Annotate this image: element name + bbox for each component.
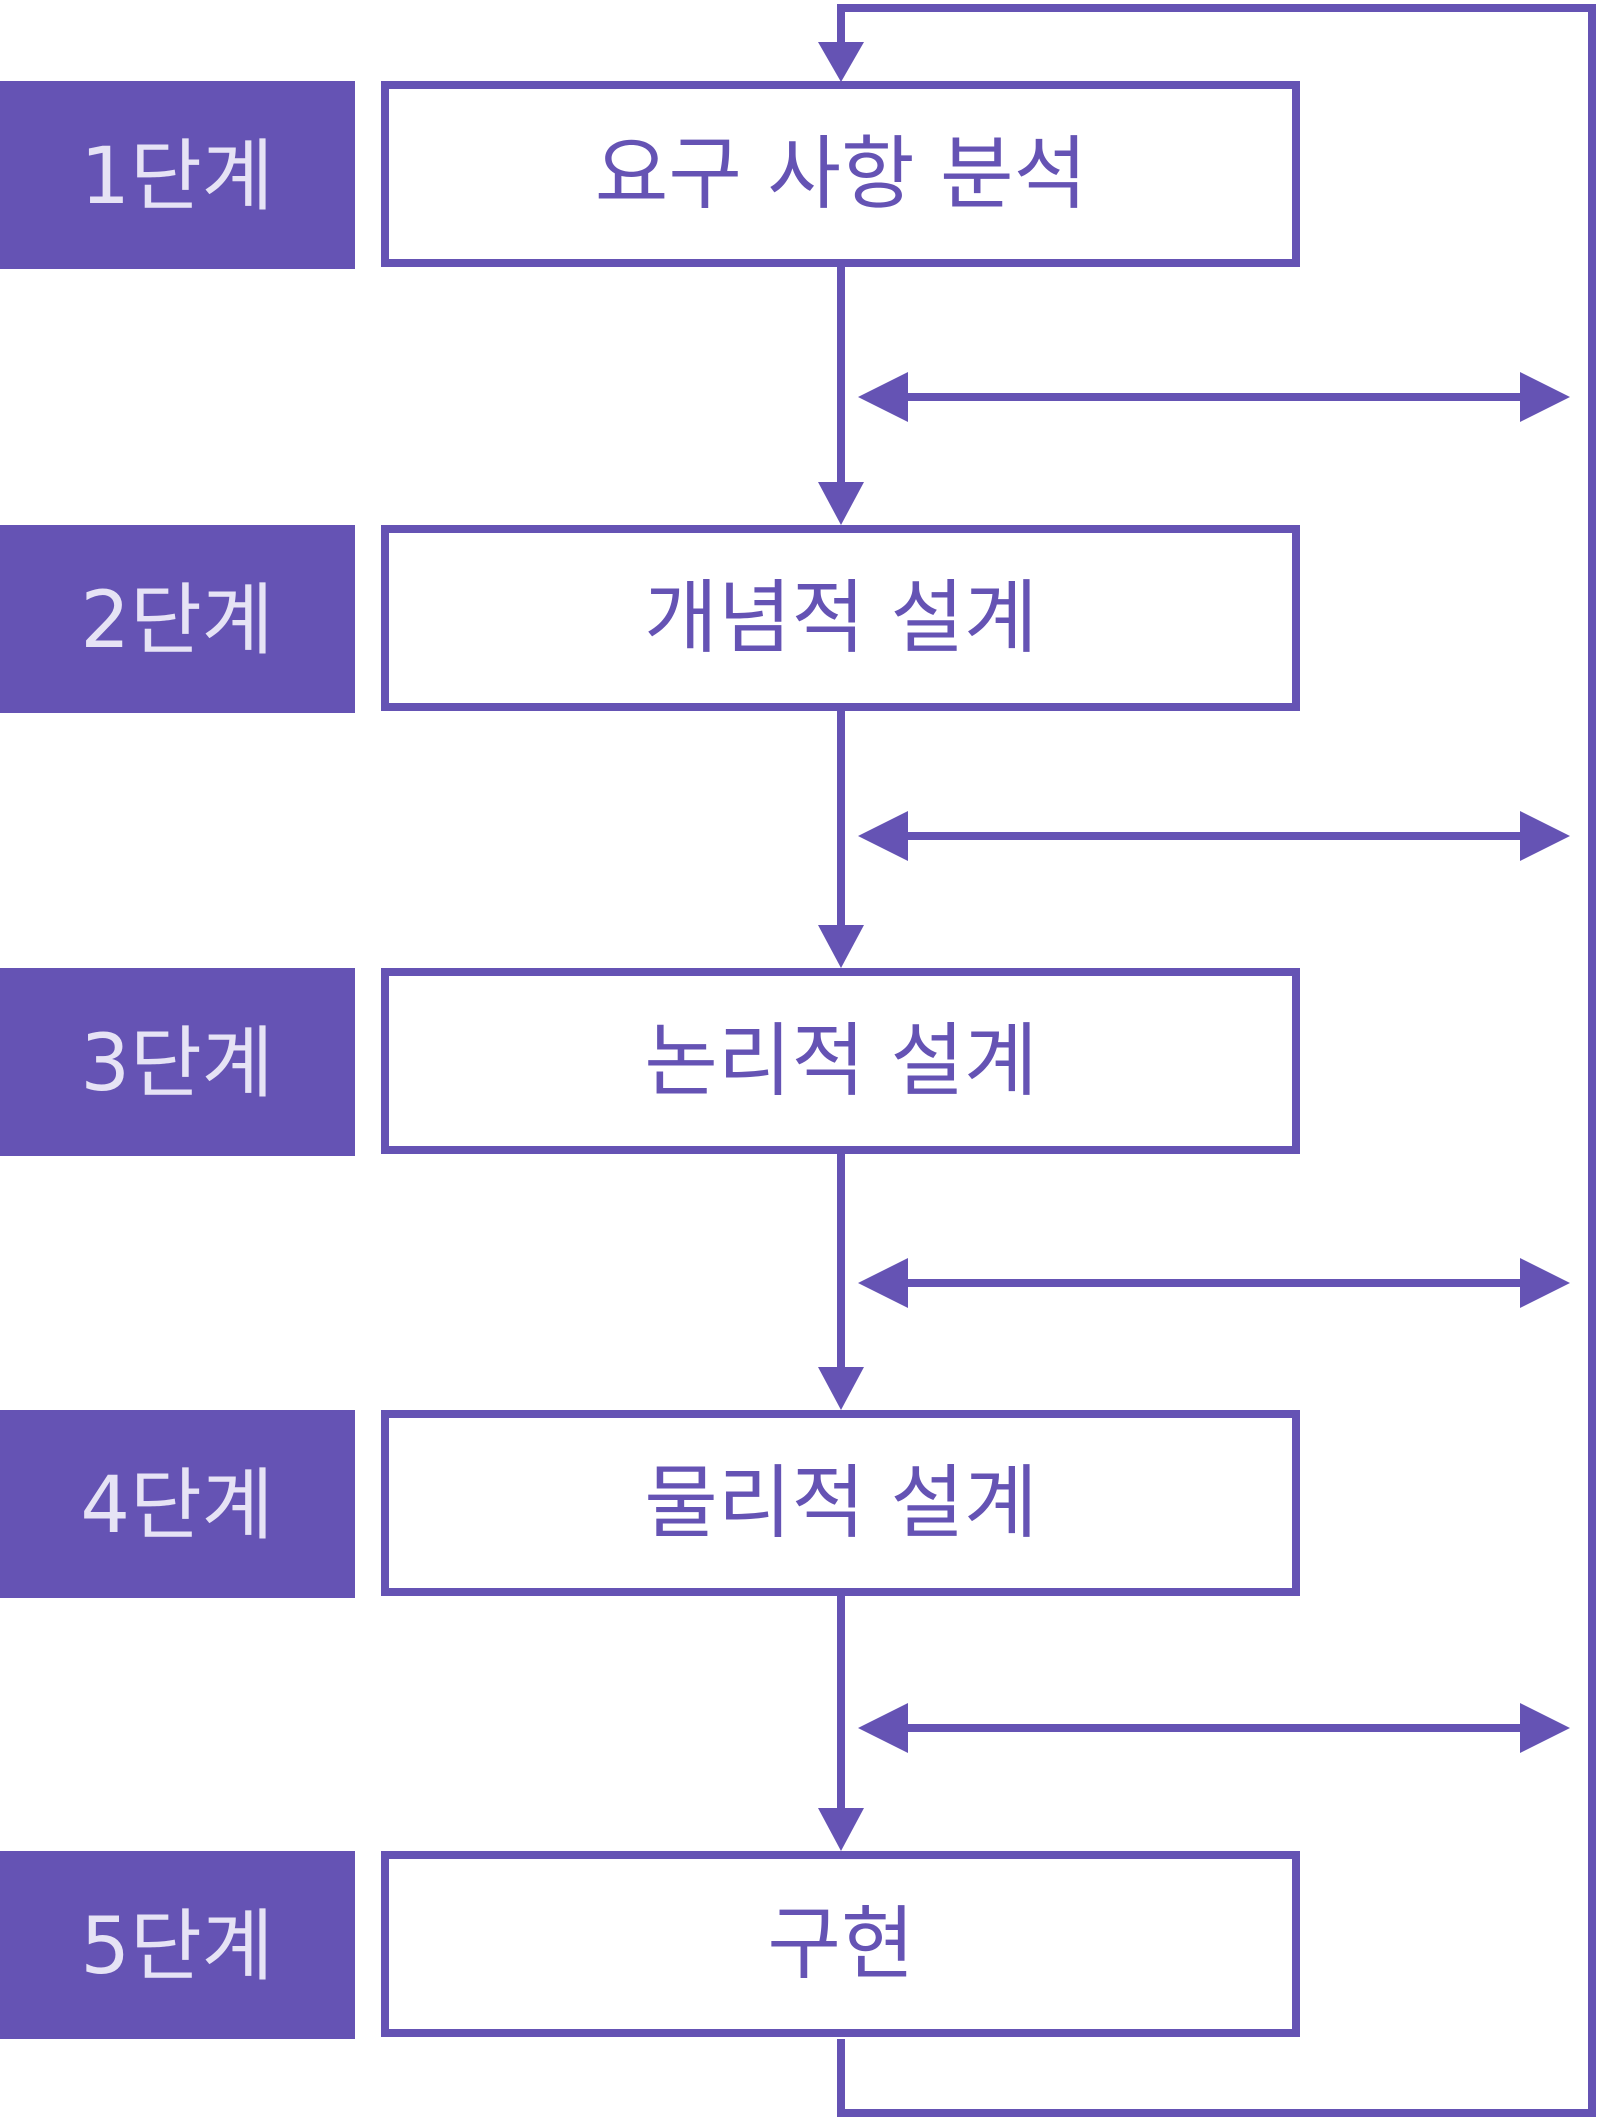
stage-3: 3단계 논리적 설계 <box>0 968 1300 1156</box>
stage-label: 3단계 <box>80 1019 273 1109</box>
stage-2: 2단계 개념적 설계 <box>0 525 1300 713</box>
feedback-loop-line <box>837 4 1596 2117</box>
step-box <box>381 968 1300 1154</box>
stage-label-box <box>0 81 355 269</box>
arrowhead-right-icon <box>1520 811 1570 861</box>
step-box <box>381 1410 1300 1596</box>
step-title: 요구 사항 분석 <box>595 128 1087 221</box>
stage-label: 5단계 <box>80 1902 273 1992</box>
step-title: 물리적 설계 <box>644 1457 1037 1550</box>
arrowhead-right-icon <box>1520 372 1570 422</box>
stage-5: 5단계 구현 <box>0 1851 1300 2039</box>
arrowhead-left-icon <box>858 1258 908 1308</box>
stage-label-box <box>0 1851 355 2039</box>
arrowhead-right-icon <box>1520 1258 1570 1308</box>
stage-1: 1단계 요구 사항 분석 <box>0 81 1300 269</box>
stage-label-box <box>0 1410 355 1598</box>
arrowhead-left-icon <box>858 811 908 861</box>
stage-4: 4단계 물리적 설계 <box>0 1410 1300 1598</box>
arrowhead-left-icon <box>858 372 908 422</box>
step-box <box>381 81 1300 267</box>
step-title: 개념적 설계 <box>644 572 1037 665</box>
stage-label-box <box>0 525 355 713</box>
step-title: 구현 <box>767 1898 914 1991</box>
step-box <box>381 1851 1300 2037</box>
arrowhead-down-icon <box>818 925 864 968</box>
arrowhead-left-icon <box>858 1703 908 1753</box>
feedback-arrowhead-down-icon <box>818 42 864 82</box>
arrowhead-down-icon <box>818 482 864 525</box>
arrowhead-right-icon <box>1520 1703 1570 1753</box>
step-title: 논리적 설계 <box>644 1015 1037 1108</box>
stage-label-box <box>0 968 355 1156</box>
stage-label: 1단계 <box>80 132 273 222</box>
arrowhead-down-icon <box>818 1367 864 1410</box>
stage-label: 2단계 <box>80 576 273 666</box>
arrowhead-down-icon <box>818 1808 864 1851</box>
stage-label: 4단계 <box>80 1461 273 1551</box>
